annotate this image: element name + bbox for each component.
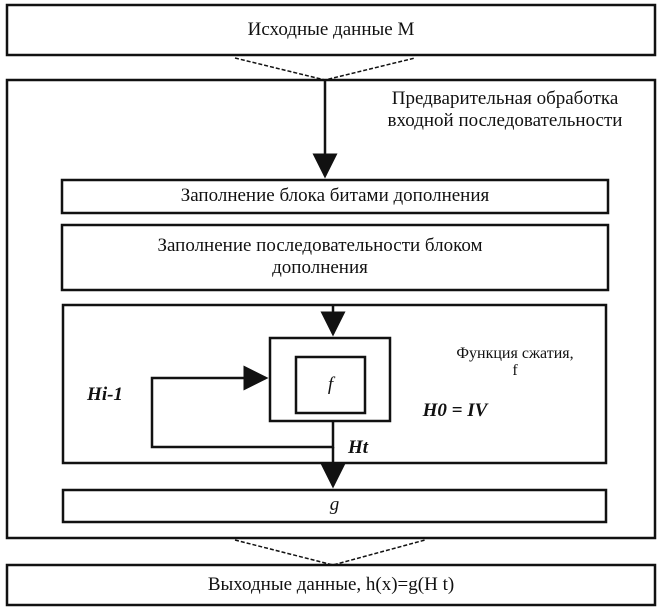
padding-block-box <box>60 223 610 292</box>
iteration-box <box>61 303 608 465</box>
input-label: Исходные данные M <box>247 19 415 40</box>
padding-block-label: Заполнение последовательности блоком доп… <box>157 235 483 278</box>
f-outer-box <box>268 336 392 423</box>
h0-label: H0 = IV <box>422 400 488 421</box>
input-box <box>5 3 657 57</box>
feedback-loop <box>150 365 335 449</box>
padding-bits-box <box>60 178 610 215</box>
compression-label: Функция сжатия, f <box>456 345 574 379</box>
g-label: g <box>329 494 340 515</box>
outer-box <box>5 78 657 540</box>
g-box <box>61 488 608 524</box>
padding-bits-label: Заполнение блока битами дополнения <box>180 185 490 206</box>
preprocessing-label: Предварительная обработка входной послед… <box>387 88 623 131</box>
h-prev-label: Hi-1 <box>87 384 123 405</box>
output-label: Выходные данные, h(x)=g(H t) <box>207 574 455 595</box>
ht-label: Ht <box>347 437 369 458</box>
f-inner-box <box>294 355 367 415</box>
f-label: f <box>327 374 334 395</box>
